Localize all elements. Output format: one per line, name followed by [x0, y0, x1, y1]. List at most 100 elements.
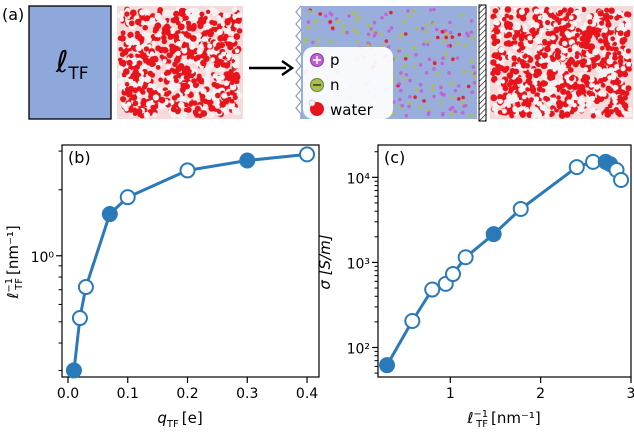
water-atom — [551, 79, 558, 87]
panel-c-label: (c) — [384, 148, 405, 167]
ion-particle — [369, 27, 373, 31]
water-atom — [182, 58, 188, 64]
water-atom — [126, 91, 133, 98]
water-atom — [157, 87, 163, 93]
water-atom — [534, 30, 539, 36]
water-atom — [189, 43, 196, 50]
water-atom — [579, 35, 586, 42]
water-atom — [612, 41, 617, 47]
water-atom — [615, 109, 622, 116]
ion-particle — [407, 101, 412, 105]
water-atom — [541, 52, 548, 59]
water-atom — [618, 54, 624, 61]
ion-particle — [426, 108, 430, 112]
water-atom — [513, 21, 521, 28]
water-atom — [152, 94, 159, 101]
water-atom — [620, 66, 626, 72]
water-atom — [507, 50, 512, 56]
water-atom — [608, 15, 614, 20]
water-atom — [502, 85, 509, 92]
water-atom — [161, 19, 167, 25]
ion-particle — [354, 10, 359, 14]
water-atom — [225, 27, 232, 33]
x-tick-label: 0.0 — [57, 386, 79, 402]
water-atom — [550, 56, 556, 62]
water-atom — [581, 25, 587, 31]
ion-particle — [306, 20, 311, 24]
water-atom — [141, 31, 147, 37]
water-atom — [540, 58, 546, 64]
water-atom — [220, 21, 226, 27]
water-atom — [515, 101, 521, 107]
water-atom — [117, 65, 125, 72]
ion-particle — [451, 57, 455, 61]
water-atom — [154, 12, 162, 20]
panel-a-label: (a) — [2, 5, 24, 24]
ion-particle — [450, 111, 454, 116]
ion-particle — [350, 12, 355, 16]
water-atom — [123, 68, 130, 75]
water-atom — [118, 47, 123, 52]
water-atom — [564, 30, 570, 36]
ion-particle — [445, 32, 449, 36]
ion-particle — [399, 71, 403, 75]
ion-particle — [397, 46, 402, 51]
water-atom — [221, 92, 228, 99]
water-atom — [618, 22, 625, 28]
water-atom — [493, 26, 499, 33]
ion-particle — [308, 9, 312, 14]
water-atom — [567, 84, 573, 90]
water-atom — [528, 97, 535, 103]
water-atom — [523, 107, 530, 113]
water-atom — [561, 47, 568, 54]
water-atom — [174, 57, 181, 64]
water-atom — [594, 109, 601, 116]
water-atom — [187, 51, 193, 57]
water-atom — [538, 50, 543, 56]
water-atom — [191, 78, 197, 84]
water-atom — [234, 48, 240, 54]
water-atom — [564, 111, 571, 118]
water-atom — [543, 95, 549, 101]
water-atom — [134, 33, 141, 40]
water-atom — [185, 9, 191, 16]
ion-particle — [450, 35, 455, 39]
water-atom — [492, 8, 499, 14]
water-atom — [568, 15, 574, 20]
ion-particle — [405, 53, 409, 57]
water-atom — [128, 53, 134, 59]
water-atom — [195, 54, 201, 61]
ion-particle — [403, 64, 407, 68]
water-atom — [608, 67, 615, 74]
data-point — [613, 172, 630, 189]
water-atom — [140, 100, 146, 106]
water-atom — [524, 63, 530, 69]
legend-p-label: p — [330, 51, 340, 69]
ion-particle — [399, 34, 403, 38]
ion-particle — [415, 26, 419, 31]
water-atom — [152, 112, 158, 118]
water-atom — [506, 72, 514, 79]
water-atom — [606, 58, 613, 65]
legend-bg — [303, 47, 393, 119]
water-atom — [159, 54, 164, 59]
water-atom — [490, 59, 497, 66]
water-atom — [612, 51, 618, 57]
panel-c-frame — [377, 144, 632, 378]
water-atom — [221, 62, 227, 68]
water-atom — [495, 80, 501, 86]
x-tick-label: 1 — [446, 386, 455, 402]
water-atom — [492, 36, 497, 42]
water-atom — [141, 53, 147, 60]
water-atom — [229, 98, 235, 104]
ion-particle — [314, 19, 318, 24]
water-atom — [542, 38, 548, 45]
ion-particle — [423, 29, 428, 34]
water-atom — [138, 75, 145, 82]
ion-particle — [432, 67, 436, 71]
water-atom — [132, 69, 139, 76]
water-slab-right — [489, 6, 633, 120]
ion-particle — [366, 32, 371, 37]
water-atom — [126, 59, 133, 66]
